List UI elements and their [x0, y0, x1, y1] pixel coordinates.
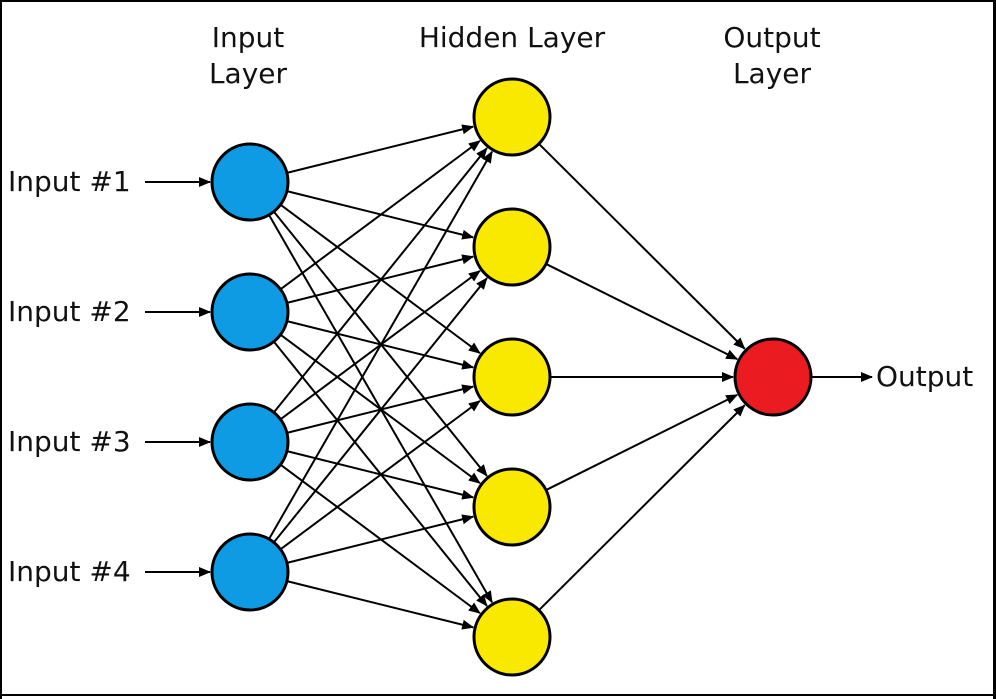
hidden-node: [472, 467, 552, 547]
frame-right-border: [993, 0, 996, 699]
hidden-layer-heading: Hidden Layer: [419, 21, 606, 54]
output-layer-heading-line-1: Output: [723, 21, 820, 54]
hidden-node: [472, 207, 552, 287]
connections: [145, 124, 873, 630]
hidden-node: [472, 337, 552, 417]
hidden-output-connection: [538, 404, 746, 611]
hidden-output-connection: [538, 143, 746, 350]
layer-headings: Input Layer Hidden Layer Output Layer: [209, 21, 821, 90]
input-hidden-connection: [273, 277, 488, 544]
input-hidden-connection: [268, 150, 493, 540]
frame-bottom-border: [0, 694, 996, 696]
nodes: [210, 77, 813, 677]
frame-top-border: [0, 0, 996, 2]
input-layer-heading-line-1: Input: [212, 21, 285, 54]
input-label-1: Input #1: [8, 165, 131, 198]
hidden-output-connection: [545, 393, 739, 491]
hidden-node: [472, 77, 552, 157]
input-hidden-connection: [279, 400, 481, 551]
hidden-node: [472, 597, 552, 677]
hidden-output-connection: [545, 263, 739, 361]
input-layer-heading-line-2: Layer: [209, 57, 288, 90]
input-node: [210, 272, 290, 352]
output-node: [733, 337, 813, 417]
input-label-3: Input #3: [8, 425, 131, 458]
input-node: [210, 402, 290, 482]
input-hidden-connection: [286, 580, 475, 630]
input-hidden-connection: [279, 140, 481, 291]
input-hidden-connection: [273, 147, 488, 414]
input-labels: Input #1 Input #2 Input #3 Input #4: [8, 165, 131, 588]
input-node: [210, 142, 290, 222]
input-label-2: Input #2: [8, 295, 131, 328]
input-label-4: Input #4: [8, 555, 131, 588]
output-layer-heading-line-2: Layer: [733, 57, 812, 90]
frame-left-border: [0, 0, 2, 699]
output-label: Output: [876, 360, 973, 393]
input-node: [210, 532, 290, 612]
input-hidden-connection: [286, 514, 475, 564]
input-hidden-connection: [286, 124, 475, 174]
